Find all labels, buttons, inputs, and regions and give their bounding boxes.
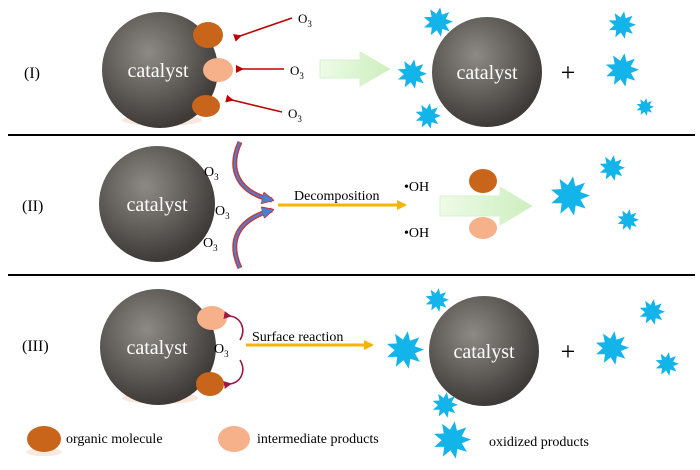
legend-organic-molecule-label: organic molecule [66, 432, 163, 447]
oxidized-product-star-shape [617, 209, 639, 231]
row-3: (III) catalyst O3 Surface reaction catal… [22, 288, 679, 418]
legend-intermediate-swatch [218, 426, 250, 452]
row-1-oxidized-product-1 [423, 7, 453, 37]
row-2-catalyst-label: catalyst [126, 194, 188, 216]
row-2-intermediate [469, 217, 497, 239]
row-1-oxidized-product-6 [636, 98, 654, 116]
row-2-oxidized-product-3 [617, 209, 639, 231]
row-3-oxidized-product-6 [655, 352, 679, 376]
row-3-oxidized-product-5 [639, 299, 665, 325]
oxidized-product-star-shape [608, 11, 636, 39]
oxidized-product-star-shape [551, 176, 590, 216]
row-2: (II) catalyst O3 O3 O3 Decomposition •OH… [22, 140, 639, 270]
oxidized-product-star-shape [432, 392, 458, 418]
oxidized-product-star-shape [397, 59, 427, 89]
row-2-ozone-label-top: O3 [204, 165, 219, 182]
oxidized-product-star-shape [423, 7, 453, 37]
oxidized-product-star-shape [655, 352, 679, 376]
row-2-radical-label-bottom: •OH [404, 226, 429, 241]
oxidized-product-star-shape [425, 288, 449, 312]
row-3-oxidized-product-1 [425, 288, 449, 312]
row-1-ozone-label-middle: O3 [290, 63, 304, 81]
row-2-curved-arrow-top [232, 140, 272, 200]
row-2-ozone-label-middle: O3 [215, 204, 230, 221]
row-1-catalyst [102, 12, 218, 128]
legend: organic molecule intermediate products o… [26, 421, 589, 459]
row-3-small-curve-bottom [223, 359, 244, 389]
row-3-process-label: Surface reaction [252, 330, 343, 345]
row-1-oxidized-product-3 [415, 103, 441, 129]
row-2-oxidized-product-2 [599, 155, 625, 181]
row-1-catalyst-label: catalyst [127, 60, 189, 82]
row-3-organic-molecule [196, 372, 224, 396]
row-2-organic-molecule [469, 169, 497, 193]
row-2-curved-arrow-bottom [232, 210, 272, 270]
legend-organic-molecule-swatch [27, 426, 61, 452]
row-3-ozone-label: O3 [214, 342, 229, 359]
legend-oxidized-products-swatch [434, 421, 471, 459]
row-2-label: (II) [22, 198, 43, 215]
row-1-ozone-arrow-top [233, 17, 293, 42]
row-1-organic-molecule-top [193, 22, 223, 48]
oxidized-product-star-shape [639, 299, 665, 325]
oxidized-product-star-shape [595, 331, 629, 365]
oxidized-product-star-shape [434, 421, 471, 459]
row-1-result-catalyst-label: catalyst [456, 62, 518, 84]
row-1-ozone-arrow-bottom [225, 94, 283, 113]
row-3-plus: + [561, 337, 576, 366]
legend-intermediate-label: intermediate products [257, 432, 379, 447]
row-3-oxidized-product-4 [595, 331, 629, 365]
row-1-intermediate-middle [203, 58, 233, 82]
row-1-oxidized-product-2 [397, 59, 427, 89]
row-1-block-arrow [319, 51, 392, 87]
row-3-oxidized-product-2 [387, 331, 424, 369]
row-1-oxidized-product-4 [608, 11, 636, 39]
row-2-catalyst [99, 146, 215, 262]
row-3-small-curve-top [223, 311, 244, 341]
legend-oxidized-products-label: oxidized products [489, 435, 589, 450]
row-2-process-label: Decomposition [294, 189, 380, 204]
row-2-radical-label-top: •OH [404, 180, 429, 195]
row-3-result-catalyst [429, 296, 539, 406]
row-3-intermediate [197, 306, 227, 330]
oxidized-product-star-shape [636, 98, 654, 116]
row-1-oxidized-product-5 [605, 53, 639, 87]
row-1-organic-molecule-bottom [192, 95, 220, 117]
oxidized-product-star-shape [599, 155, 625, 181]
row-3-label: (III) [22, 338, 49, 355]
row-3-catalyst-label: catalyst [126, 337, 188, 359]
row-2-block-arrow [439, 186, 533, 226]
row-1: (I) catalyst O3 O3 O3 catalyst + [24, 7, 654, 129]
row-2-ozone-label-bottom: O3 [203, 236, 218, 253]
row-3-catalyst [100, 289, 216, 405]
oxidized-product-star-shape [415, 103, 441, 129]
row-2-oxidized-product-1 [551, 176, 590, 216]
row-1-result-catalyst [432, 17, 542, 127]
oxidized-product-star-shape [387, 331, 424, 369]
row-1-ozone-label-bottom: O3 [288, 106, 302, 124]
row-3-result-catalyst-label: catalyst [453, 341, 515, 363]
row-1-plus: + [561, 58, 576, 87]
row-1-label: (I) [24, 65, 40, 82]
oxidized-product-star-shape [605, 53, 639, 87]
row-3-oxidized-product-3 [432, 392, 458, 418]
row-1-ozone-label-top: O3 [298, 11, 312, 29]
